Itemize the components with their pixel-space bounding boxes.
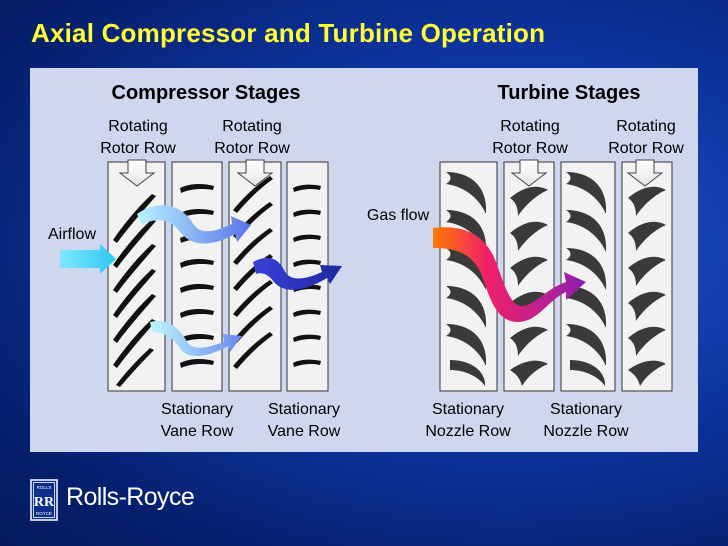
turbine-nozzle-label-2-line-1: Stationary	[549, 401, 623, 418]
compressor-rotor-label-2-line-2: Rotor Row	[214, 140, 290, 157]
turbine-rotor-label-2-line-1: Rotating	[616, 118, 676, 135]
compressor-flow-arrow-1	[137, 205, 251, 244]
turbine-nozzle-blades-1	[446, 172, 487, 386]
compressor-rotor-label-1: Rotating Rotor Row	[84, 116, 192, 160]
turbine-rotor-label-1-line-1: Rotating	[500, 118, 560, 135]
compressor-rotor-column-1	[107, 161, 166, 392]
turbine-rotor-arrow-2	[626, 159, 664, 187]
compressor-rotor-label-2-line-1: Rotating	[222, 118, 282, 135]
airflow-label: Airflow	[47, 226, 96, 243]
compressor-vane-label-1-line-2: Vane Row	[160, 423, 234, 440]
compressor-rotor-label-1-line-2: Rotor Row	[100, 140, 176, 157]
compressor-rotor-label-2: Rotating Rotor Row	[198, 116, 306, 160]
turbine-rotor-label-1: Rotating Rotor Row	[476, 116, 584, 160]
compressor-vane-blades-2	[293, 184, 321, 367]
compressor-rotor-arrow-2	[236, 159, 274, 187]
turbine-rotor-label-2-line-2: Rotor Row	[608, 140, 684, 157]
gas-flow-arrow	[433, 227, 586, 322]
turbine-rotor-blades-2	[628, 186, 666, 386]
brand-name: Rolls-Royce	[66, 483, 195, 511]
compressor-vane-label-2-line-2: Vane Row	[267, 423, 341, 440]
compressor-heading: Compressor Stages	[111, 82, 301, 104]
compressor-vane-column-1	[171, 161, 223, 392]
compressor-vane-label-1-line-1: Stationary	[160, 401, 234, 418]
compressor-flow-arrow-3	[150, 320, 242, 357]
slide-title: Axial Compressor and Turbine Operation	[31, 18, 546, 48]
compressor-vane-label-2: Stationary Vane Row	[253, 399, 355, 443]
compressor-vane-label-1: Stationary Vane Row	[146, 399, 248, 443]
turbine-rotor-label-1-line-2: Rotor Row	[492, 140, 568, 157]
gas-flow-label: Gas flow	[366, 207, 430, 224]
turbine-nozzle-label-1-line-1: Stationary	[431, 401, 505, 418]
turbine-nozzle-label-2-line-2: Nozzle Row	[543, 423, 629, 440]
turbine-nozzle-blades-2	[566, 172, 607, 386]
turbine-nozzle-label-2: Stationary Nozzle Row	[530, 399, 642, 443]
turbine-heading: Turbine Stages	[497, 82, 641, 104]
compressor-flow-arrow-2	[253, 257, 342, 290]
rolls-royce-badge-icon: ROLLS RR ROYCE	[30, 479, 58, 521]
turbine-rotor-arrow-1	[510, 159, 548, 187]
badge-top-text: ROLLS	[37, 485, 52, 490]
compressor-rotor-blades-1	[113, 194, 156, 387]
badge-bottom-text: ROYCE	[36, 511, 52, 516]
compressor-rotor-arrow-1	[118, 159, 156, 187]
turbine-rotor-label-2: Rotating Rotor Row	[594, 116, 698, 160]
badge-monogram: RR	[34, 495, 55, 510]
turbine-nozzle-label-1-line-2: Nozzle Row	[425, 423, 511, 440]
turbine-nozzle-label-1: Stationary Nozzle Row	[412, 399, 524, 443]
compressor-vane-label-2-line-1: Stationary	[267, 401, 341, 418]
airflow-arrow	[60, 244, 116, 274]
compressor-rotor-label-1-line-1: Rotating	[108, 118, 168, 135]
